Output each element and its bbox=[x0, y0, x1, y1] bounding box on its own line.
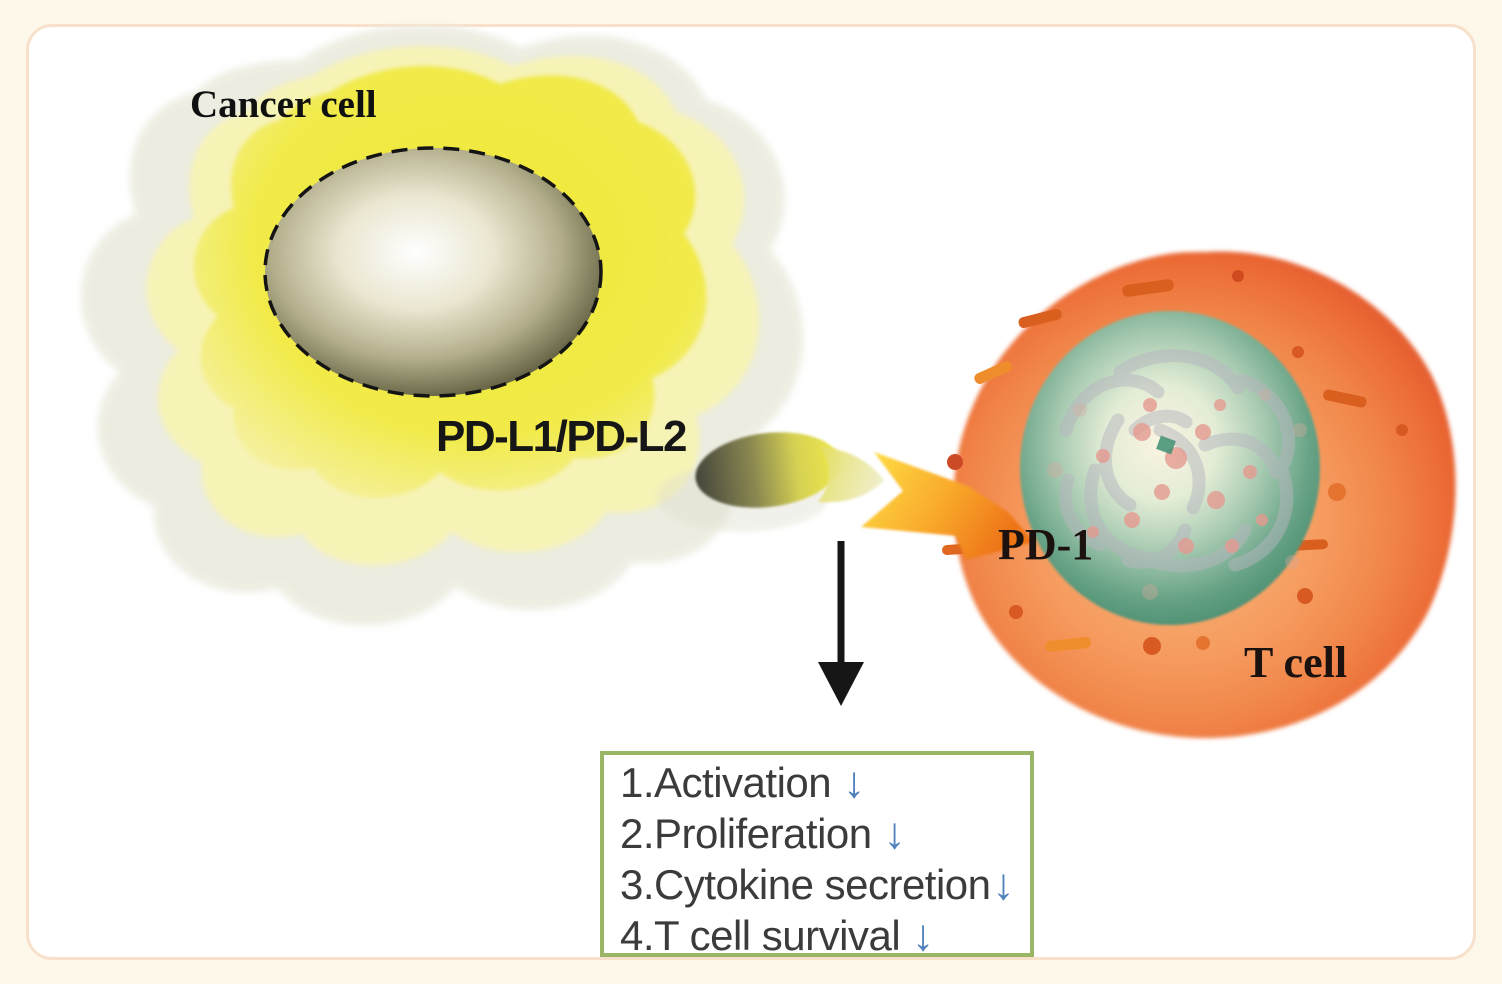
effect-label: 1.Activation bbox=[620, 759, 832, 806]
t-cell-body bbox=[942, 251, 1456, 739]
effect-label: 2.Proliferation bbox=[620, 810, 872, 857]
effects-box: 1.Activation ↓ 2.Proliferation ↓ 3.Cytok… bbox=[600, 751, 1034, 957]
down-arrow bbox=[818, 541, 864, 706]
effect-label: 4.T cell survival bbox=[620, 912, 901, 957]
effect-item-activation: 1.Activation ↓ bbox=[620, 757, 1030, 808]
decrease-arrow-icon: ↓ bbox=[883, 809, 906, 858]
t-cell-nucleolus-dots bbox=[1087, 398, 1268, 554]
decrease-arrow-icon: ↓ bbox=[843, 758, 865, 807]
binding-arrow bbox=[861, 452, 1034, 560]
effect-item-proliferation: 2.Proliferation ↓ bbox=[620, 808, 1030, 859]
decrease-arrow-icon: ↓ bbox=[992, 860, 1015, 909]
pd1-receptor-label: PD-1 bbox=[998, 520, 1094, 569]
t-cell-teal-granule bbox=[1156, 435, 1176, 455]
cancer-cell-body bbox=[81, 25, 804, 626]
t-cell-faint-dots bbox=[1047, 389, 1307, 600]
effect-label: 3.Cytokine secretion bbox=[620, 861, 991, 908]
cancer-cell-label: Cancer cell bbox=[190, 83, 377, 126]
ligand-comet bbox=[695, 432, 841, 508]
pdl1-pdl2-label: PD-L1/PD-L2 bbox=[436, 412, 687, 461]
effect-item-t-cell-survival: 4.T cell survival ↓ bbox=[620, 910, 1030, 957]
ligand-shape bbox=[656, 432, 884, 532]
effect-item-cytokine-secretion: 3.Cytokine secretion ↓ bbox=[620, 859, 1030, 910]
t-cell-label: T cell bbox=[1244, 638, 1348, 687]
cancer-cell-nucleus bbox=[263, 146, 603, 398]
ligand-tip bbox=[818, 446, 884, 503]
decrease-arrow-icon: ↓ bbox=[912, 911, 934, 957]
t-cell-chromatin-strands bbox=[1059, 349, 1296, 573]
